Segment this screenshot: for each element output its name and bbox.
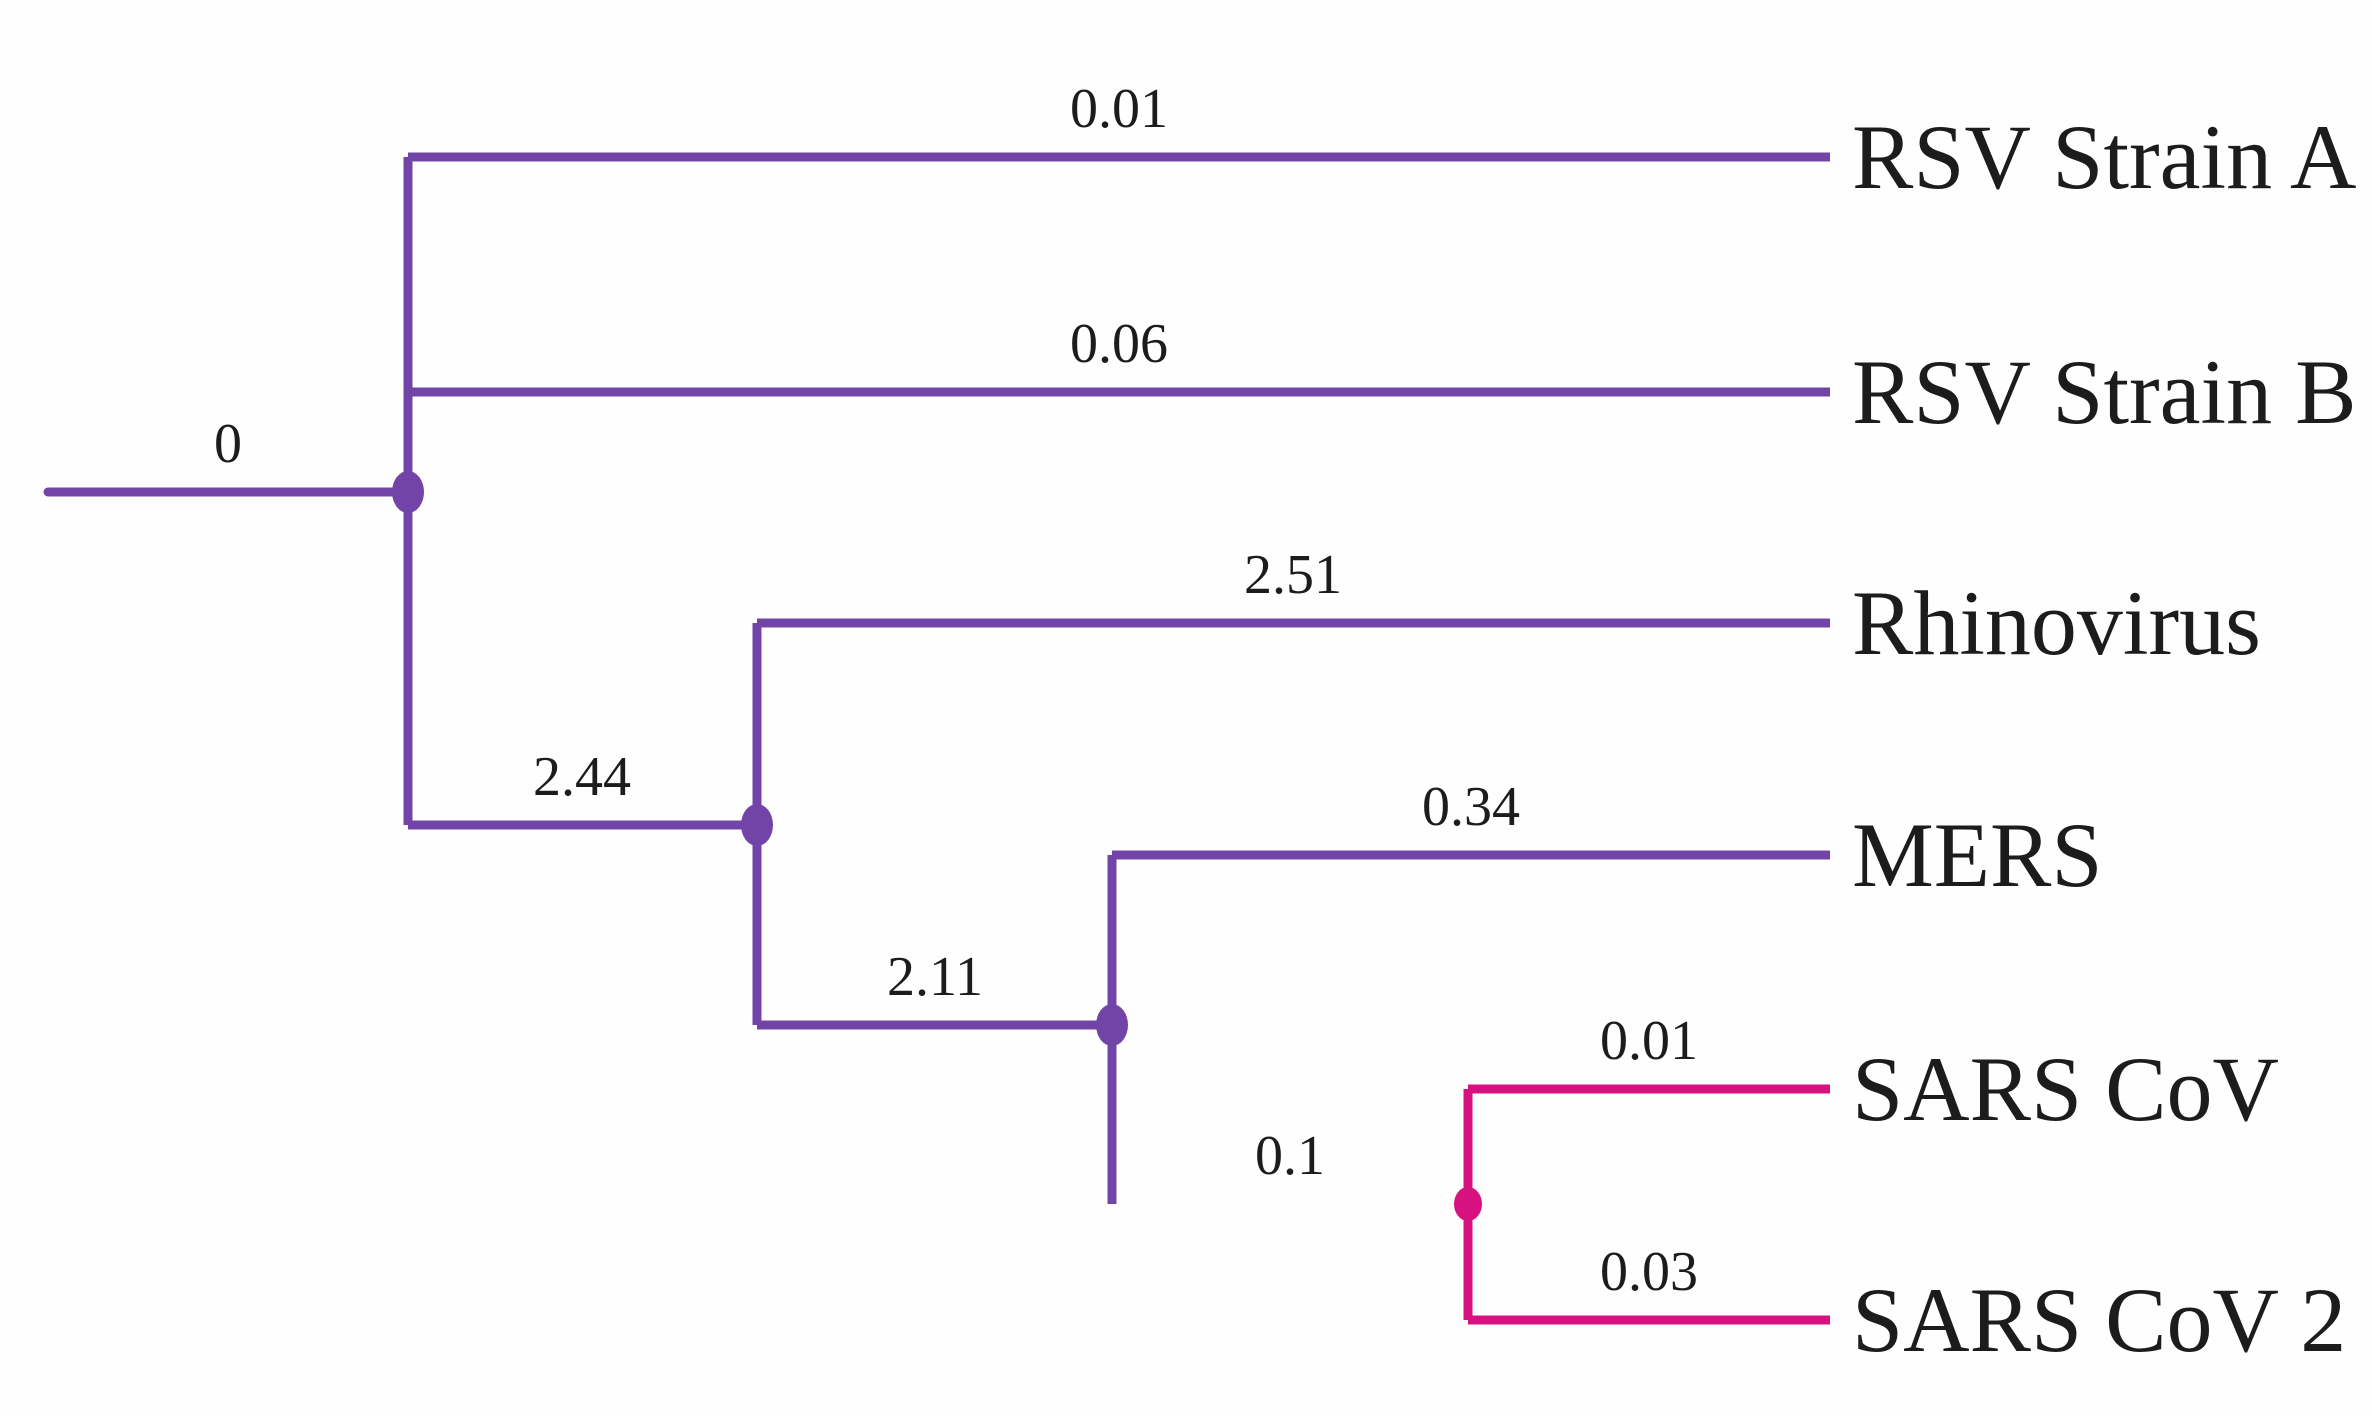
branches bbox=[43, 152, 1830, 1325]
taxon-label-sars-cov: SARS CoV bbox=[1852, 1038, 2279, 1140]
taxon-label-rhinovirus: Rhinovirus bbox=[1852, 572, 2261, 674]
taxon-label-rsv-strain-a: RSV Strain A bbox=[1852, 106, 2356, 208]
taxon-label-rsv-strain-b: RSV Strain B bbox=[1852, 341, 2356, 443]
branch-length-rhinovirus: 2.51 bbox=[1244, 544, 1342, 606]
branch-length-rsv-strain-a: 0.01 bbox=[1070, 78, 1168, 140]
branch-length-rsv-strain-b: 0.06 bbox=[1070, 313, 1168, 375]
sars-clade-node-dot bbox=[1454, 1187, 1482, 1221]
non-rsv-clade-node-dot bbox=[741, 804, 773, 846]
internal-nodes bbox=[392, 471, 1482, 1221]
taxon-labels: RSV Strain A RSV Strain B Rhinovirus MER… bbox=[1852, 106, 2356, 1371]
branch-length-root: 0 bbox=[214, 413, 242, 475]
branch-length-sars-clade: 0.1 bbox=[1255, 1125, 1325, 1187]
taxon-label-sars-cov-2: SARS CoV 2 bbox=[1852, 1269, 2346, 1371]
branch-length-mers: 0.34 bbox=[1422, 776, 1520, 838]
root-node-dot bbox=[392, 471, 424, 513]
taxon-label-mers: MERS bbox=[1852, 804, 2103, 906]
branch-length-non-rsv-clade: 2.44 bbox=[533, 746, 631, 808]
branch-length-labels: 0 0.01 0.06 2.51 2.44 0.34 2.11 0.01 0.1… bbox=[214, 78, 1698, 1303]
branch-length-sars-cov: 0.01 bbox=[1600, 1010, 1698, 1072]
mers-sars-clade-node-dot bbox=[1096, 1004, 1128, 1046]
branch-length-sars-cov-2: 0.03 bbox=[1600, 1241, 1698, 1303]
branch-length-mers-sars-clade: 2.11 bbox=[887, 946, 983, 1008]
